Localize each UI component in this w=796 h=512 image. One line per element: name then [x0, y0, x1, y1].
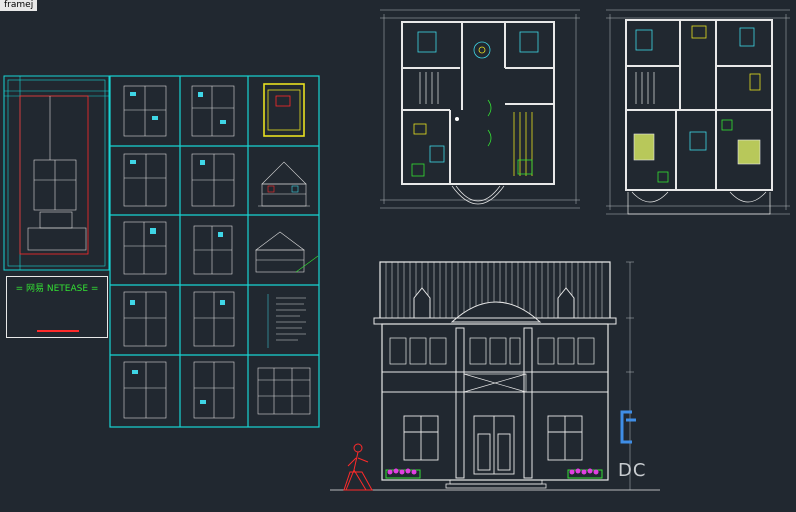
- section-thumbnail[interactable]: [255, 231, 319, 273]
- ground-floor-plan[interactable]: [380, 9, 580, 209]
- upper-floor-plan[interactable]: [606, 9, 790, 215]
- file-tab[interactable]: framej: [0, 0, 38, 11]
- detail-thumbnail[interactable]: [257, 367, 311, 415]
- roof-plan-thumbnail[interactable]: [263, 83, 305, 137]
- thumbnail-grid: [109, 75, 320, 428]
- info-panel-title: = 网易 NETEASE =: [15, 284, 99, 294]
- floor-plan-thumbnails[interactable]: [123, 85, 235, 419]
- notes-thumbnail[interactable]: [267, 294, 306, 348]
- flower-planter-right: [567, 468, 603, 479]
- title-block-drawing: [3, 75, 110, 271]
- watermark-logo-icon: [620, 410, 636, 444]
- front-elevation[interactable]: [330, 261, 660, 491]
- scale-figure-icon: [343, 443, 373, 491]
- flower-planter-left: [385, 468, 421, 479]
- watermark-text: DC: [618, 460, 647, 481]
- elevation-thumbnail[interactable]: [258, 161, 310, 207]
- info-panel: = 网易 NETEASE =: [6, 276, 108, 338]
- info-panel-underline: [37, 330, 79, 332]
- thumbnail-fixtures: [130, 92, 226, 404]
